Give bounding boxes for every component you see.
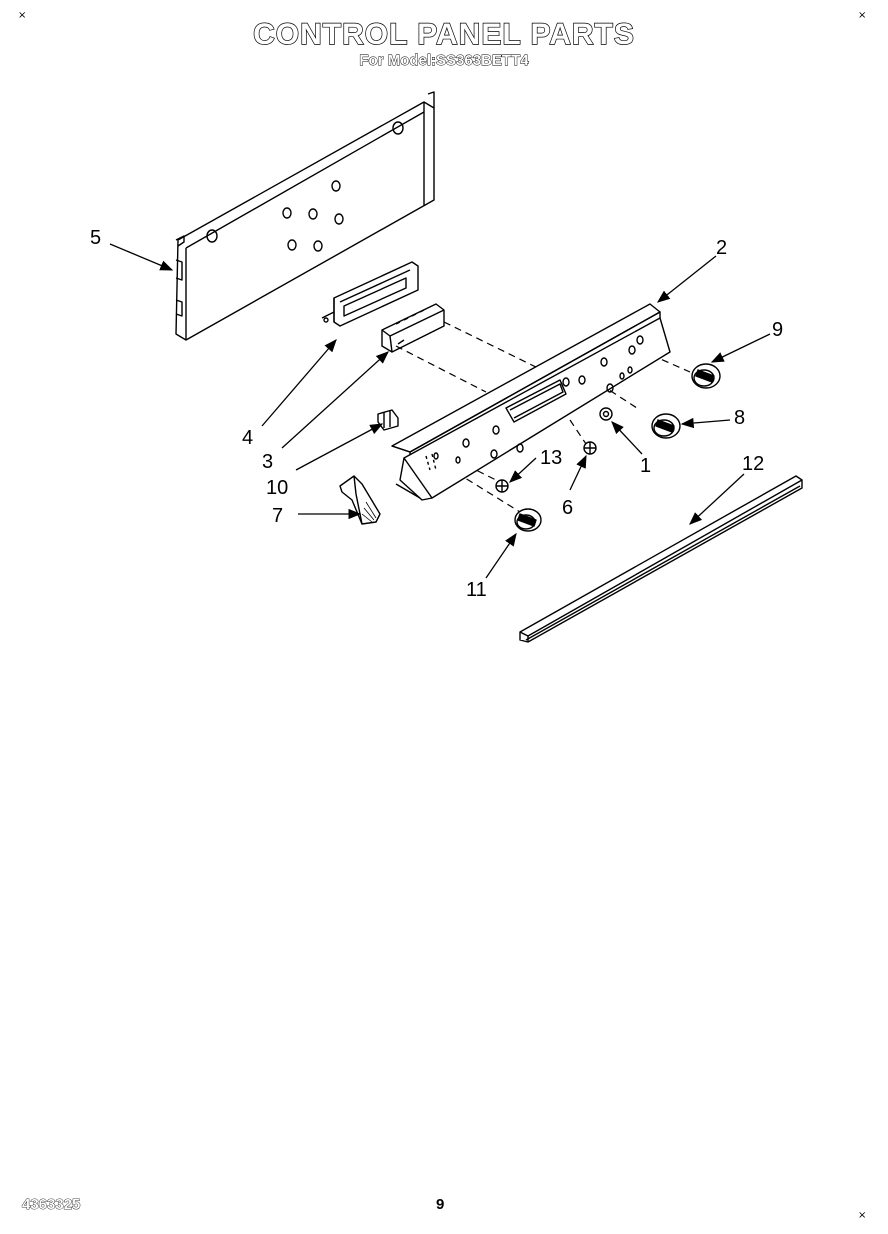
callout-10: 10 <box>266 477 288 499</box>
callout-12: 12 <box>742 453 764 475</box>
callout-7: 7 <box>272 505 283 527</box>
part-11-knob-drawing <box>514 508 542 532</box>
part-4-bracket-drawing <box>321 261 419 327</box>
page-title: CONTROL PANEL PARTS <box>252 17 635 51</box>
callout-5: 5 <box>90 227 101 249</box>
callout-1: 1 <box>640 455 651 477</box>
page-number: 9 <box>436 1196 445 1213</box>
corner-mark-bottom-right: × <box>858 1210 867 1221</box>
part-5-rear-panel-drawing <box>175 91 435 341</box>
document-number: 4363325 <box>22 1196 81 1214</box>
callout-13: 13 <box>540 447 562 469</box>
part-6-screw-drawing <box>583 441 597 455</box>
callout-9: 9 <box>772 319 783 341</box>
part-12-trim-strip-drawing <box>519 475 803 643</box>
part-7-end-cap-drawing <box>339 475 381 525</box>
part-2-control-panel-drawing <box>391 303 671 501</box>
callout-6: 6 <box>562 497 573 519</box>
corner-mark-top-left: × <box>18 10 27 21</box>
part-9-knob-drawing <box>691 363 721 389</box>
part-1-bushing-drawing <box>599 407 613 421</box>
callout-11: 11 <box>466 579 487 601</box>
corner-mark-top-right: × <box>858 10 867 21</box>
part-8-knob-drawing <box>651 413 681 439</box>
part-10-clip-drawing <box>377 409 399 431</box>
part-13-screw-drawing <box>495 479 509 493</box>
callout-2: 2 <box>716 237 727 259</box>
model-subtitle: For Model:SS363BETT4 <box>359 52 529 70</box>
callout-8: 8 <box>734 407 745 429</box>
callout-3: 3 <box>262 451 273 473</box>
callout-4: 4 <box>242 427 253 449</box>
part-3-overlay-drawing <box>381 303 445 353</box>
